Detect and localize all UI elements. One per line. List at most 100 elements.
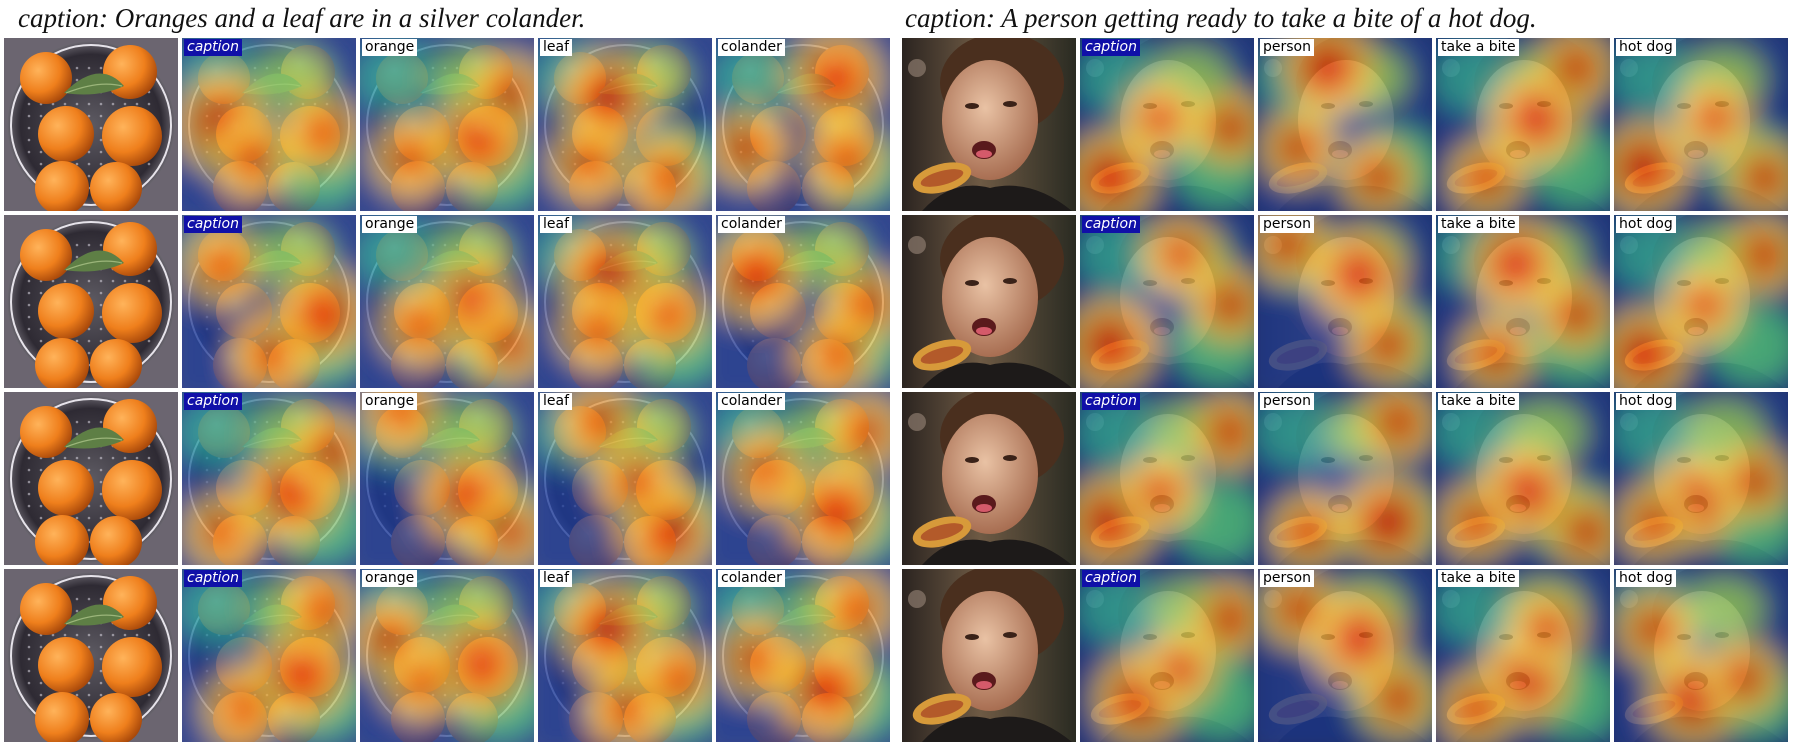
right-heatmap-caption: caption — [1080, 38, 1254, 211]
left-heatmap-orange: orange — [360, 215, 534, 388]
heatmap-label: hot dog — [1616, 570, 1676, 587]
left-row-1: caption orange leaf colander — [4, 38, 890, 211]
left-heatmap-colander: colander — [716, 215, 890, 388]
heatmap-label: colander — [718, 570, 785, 587]
heatmap-label: caption — [1082, 393, 1140, 410]
right-row-4: caption person take a bite hot dog — [902, 569, 1788, 742]
left-heatmap-colander: colander — [716, 392, 890, 565]
left-original-image — [4, 392, 178, 565]
heatmap-label: caption — [184, 39, 242, 56]
tile-graphic — [716, 392, 890, 565]
heatmap-label: hot dog — [1616, 393, 1676, 410]
tile-graphic — [1436, 215, 1610, 388]
heatmap-label: caption — [1082, 39, 1140, 56]
heatmap-label: leaf — [540, 39, 573, 56]
tile-graphic — [716, 38, 890, 211]
right-original-image — [902, 38, 1076, 211]
left-heatmap-caption: caption — [182, 569, 356, 742]
tile-graphic — [1614, 569, 1788, 742]
right-heatmap-hot-dog: hot dog — [1614, 38, 1788, 211]
left-heatmap-orange: orange — [360, 38, 534, 211]
tile-graphic — [902, 569, 1076, 742]
right-heatmap-hot-dog: hot dog — [1614, 215, 1788, 388]
heatmap-label: hot dog — [1616, 216, 1676, 233]
right-heatmap-hot-dog: hot dog — [1614, 569, 1788, 742]
tile-graphic — [360, 569, 534, 742]
right-panel-grid: caption person take a bite hot dog caption pe… — [902, 38, 1788, 746]
right-row-1: caption person take a bite hot dog — [902, 38, 1788, 211]
heatmap-label: orange — [362, 570, 418, 587]
heatmap-label: caption — [1082, 216, 1140, 233]
heatmap-label: person — [1260, 570, 1314, 587]
tile-graphic — [360, 392, 534, 565]
heatmap-label: colander — [718, 393, 785, 410]
tile-graphic — [716, 215, 890, 388]
right-heatmap-hot-dog: hot dog — [1614, 392, 1788, 565]
tile-graphic — [902, 38, 1076, 211]
heatmap-label: leaf — [540, 570, 573, 587]
tile-graphic — [716, 569, 890, 742]
heatmap-label: orange — [362, 39, 418, 56]
heatmap-label: hot dog — [1616, 39, 1676, 56]
left-original-image — [4, 215, 178, 388]
tile-graphic — [4, 38, 178, 211]
right-original-image — [902, 215, 1076, 388]
right-heatmap-take-a-bite: take a bite — [1436, 569, 1610, 742]
tile-graphic — [1614, 392, 1788, 565]
tile-graphic — [182, 38, 356, 211]
right-original-image — [902, 569, 1076, 742]
tile-graphic — [4, 215, 178, 388]
left-heatmap-colander: colander — [716, 38, 890, 211]
heatmap-label: person — [1260, 216, 1314, 233]
tile-graphic — [902, 392, 1076, 565]
tile-graphic — [538, 215, 712, 388]
right-heatmap-caption: caption — [1080, 215, 1254, 388]
tile-graphic — [1258, 38, 1432, 211]
tile-graphic — [182, 392, 356, 565]
right-row-2: caption person take a bite hot dog — [902, 215, 1788, 388]
tile-graphic — [1258, 392, 1432, 565]
left-heatmap-leaf: leaf — [538, 569, 712, 742]
heatmap-label: person — [1260, 39, 1314, 56]
left-row-4: caption orange leaf colander — [4, 569, 890, 742]
tile-graphic — [1614, 215, 1788, 388]
tile-graphic — [1436, 569, 1610, 742]
right-caption: caption: A person getting ready to take … — [905, 3, 1537, 33]
right-heatmap-person: person — [1258, 38, 1432, 211]
left-heatmap-caption: caption — [182, 38, 356, 211]
tile-graphic — [1436, 38, 1610, 211]
tile-graphic — [538, 392, 712, 565]
heatmap-label: colander — [718, 39, 785, 56]
tile-graphic — [4, 392, 178, 565]
left-heatmap-orange: orange — [360, 569, 534, 742]
tile-graphic — [538, 569, 712, 742]
right-original-image — [902, 392, 1076, 565]
left-heatmap-leaf: leaf — [538, 392, 712, 565]
right-heatmap-take-a-bite: take a bite — [1436, 215, 1610, 388]
tile-graphic — [1614, 38, 1788, 211]
right-heatmap-caption: caption — [1080, 392, 1254, 565]
heatmap-label: caption — [184, 216, 242, 233]
tile-graphic — [4, 569, 178, 742]
tile-graphic — [1080, 215, 1254, 388]
heatmap-label: take a bite — [1438, 39, 1519, 56]
left-caption: caption: Oranges and a leaf are in a sil… — [18, 3, 586, 33]
tile-graphic — [1080, 38, 1254, 211]
right-heatmap-take-a-bite: take a bite — [1436, 392, 1610, 565]
right-heatmap-caption: caption — [1080, 569, 1254, 742]
heatmap-label: caption — [1082, 570, 1140, 587]
heatmap-label: caption — [184, 393, 242, 410]
heatmap-label: take a bite — [1438, 393, 1519, 410]
left-original-image — [4, 569, 178, 742]
left-heatmap-caption: caption — [182, 392, 356, 565]
tile-graphic — [182, 215, 356, 388]
right-heatmap-person: person — [1258, 215, 1432, 388]
tile-graphic — [1258, 215, 1432, 388]
left-heatmap-colander: colander — [716, 569, 890, 742]
tile-graphic — [1258, 569, 1432, 742]
left-heatmap-leaf: leaf — [538, 38, 712, 211]
left-heatmap-orange: orange — [360, 392, 534, 565]
